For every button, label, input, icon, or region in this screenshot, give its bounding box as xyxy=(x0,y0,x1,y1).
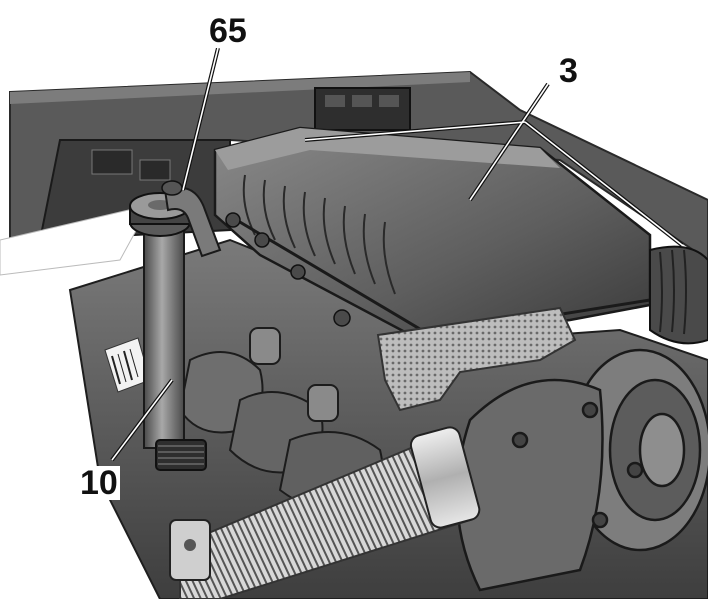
callout-label-10: 10 xyxy=(78,464,120,502)
heat-shield xyxy=(376,306,577,412)
turbocharger xyxy=(455,348,708,592)
barcode-sticker xyxy=(104,337,151,393)
intake-hose xyxy=(649,245,708,345)
corrugated-pipe xyxy=(169,426,481,599)
callout-label-65: 65 xyxy=(207,12,249,50)
exhaust-manifold xyxy=(178,327,384,514)
callout-label-3: 3 xyxy=(557,52,580,90)
leader-lines xyxy=(110,47,684,462)
